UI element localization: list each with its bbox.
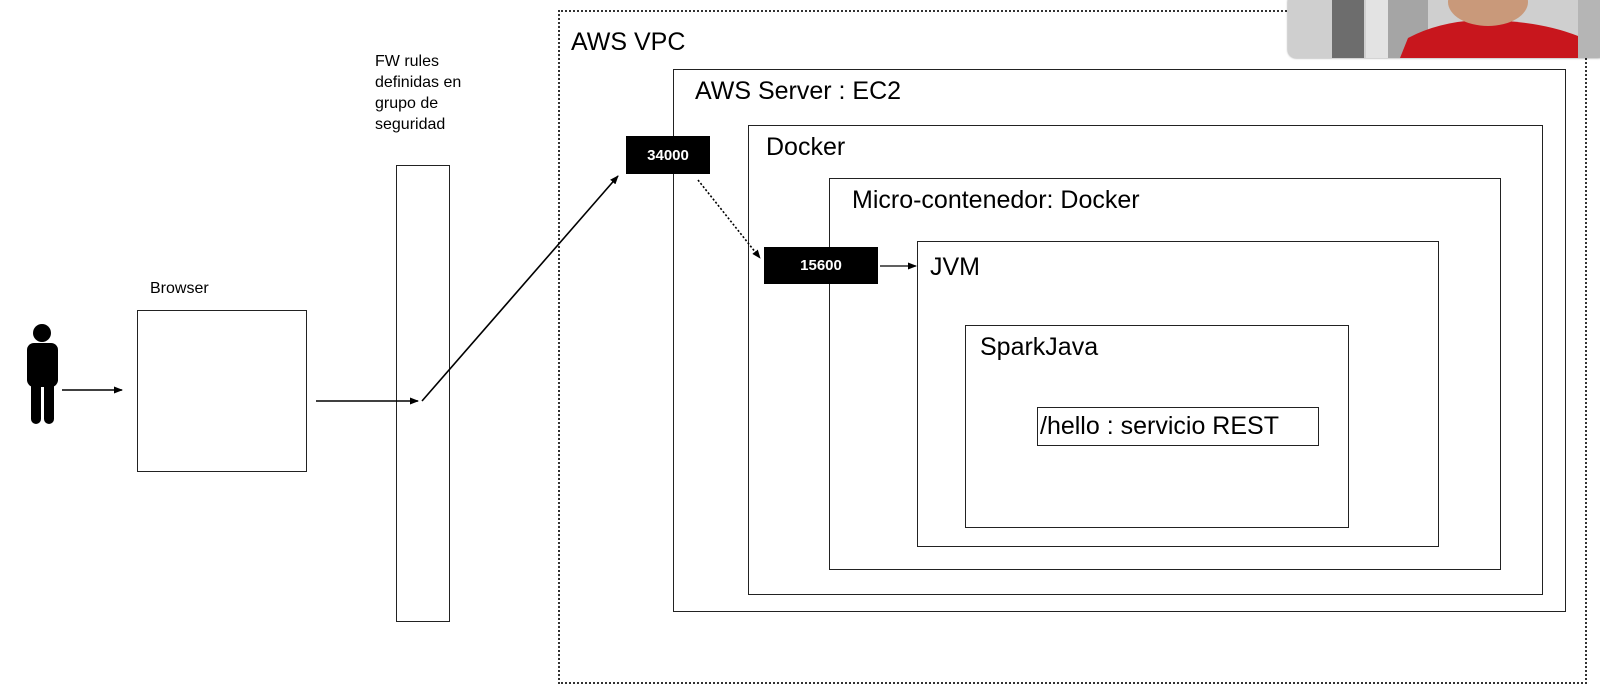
outer-port-number: 34000 <box>647 146 689 164</box>
fw-rules-line: grupo de <box>375 95 439 112</box>
person-icon <box>27 324 58 424</box>
inner-port-number: 15600 <box>800 257 842 274</box>
webcam-scene <box>1288 0 1600 58</box>
jvm-label: JVM <box>930 253 980 281</box>
browser-label: Browser <box>150 280 209 297</box>
fw-rules-line: seguridad <box>375 116 446 133</box>
fw-rules-label: FW rules definidas en grupo de seguridad <box>375 51 461 135</box>
micro-container-box <box>829 178 1501 570</box>
browser-box <box>137 310 307 472</box>
firewall-wall <box>396 165 450 622</box>
fw-rules-line: definidas en <box>375 74 462 91</box>
ec2-label: AWS Server : EC2 <box>695 77 902 105</box>
aws-vpc-container <box>558 10 1587 684</box>
vpc-label: AWS VPC <box>571 28 686 56</box>
hello-service-label: /hello : servicio REST <box>1040 412 1279 440</box>
webcam-thumbnail <box>1288 0 1600 58</box>
port-mapping-arrow <box>697 179 761 259</box>
outer-port-badge: 34000 <box>626 136 710 174</box>
ec2-server-box <box>673 69 1566 612</box>
hello-service-box: /hello : servicio REST <box>1037 407 1319 446</box>
micro-container-label: Micro-contenedor: Docker <box>852 186 1140 214</box>
docker-label: Docker <box>766 133 846 161</box>
sparkjava-label: SparkJava <box>980 333 1099 361</box>
sparkjava-box <box>965 325 1349 528</box>
fw-rules-line: FW rules <box>375 53 439 70</box>
jvm-box <box>917 241 1439 547</box>
inner-port-badge: 15600 <box>764 247 878 284</box>
docker-box <box>748 125 1543 595</box>
firewall-to-port-arrow <box>421 175 619 402</box>
